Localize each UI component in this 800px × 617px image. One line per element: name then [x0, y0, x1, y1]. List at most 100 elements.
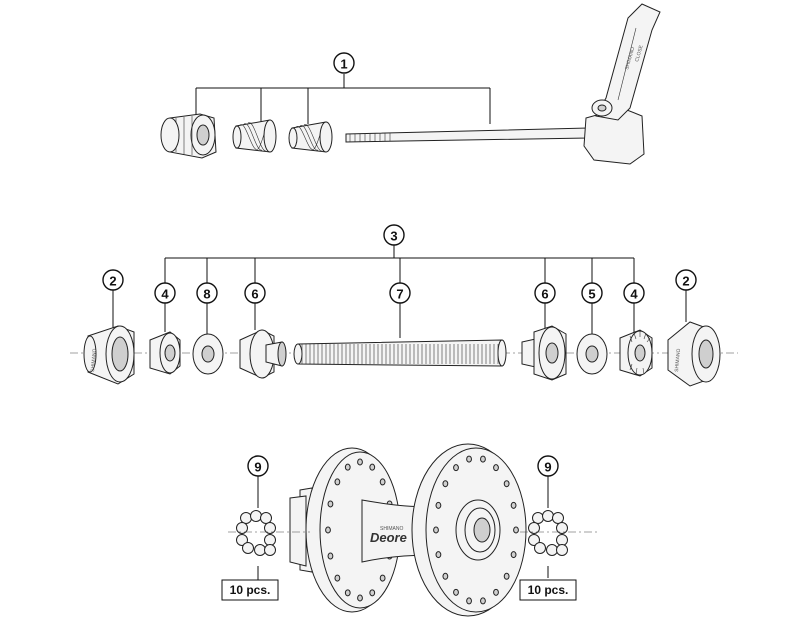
lock-nut-right — [619, 329, 653, 377]
callout-2-left-label: 2 — [109, 274, 116, 289]
callout-4-right: 4 — [623, 282, 645, 304]
bearing-balls-right — [520, 476, 600, 578]
bearing-ball — [528, 534, 540, 546]
bearing-ball — [250, 510, 262, 522]
bearing-ball — [528, 522, 540, 534]
callout-6-right-label: 6 — [541, 287, 548, 302]
callout-8-label: 8 — [203, 287, 210, 302]
callout-2-right-label: 2 — [682, 274, 689, 289]
callout-7: 7 — [389, 282, 411, 304]
callout-5-label: 5 — [588, 287, 595, 302]
spoke-hole — [503, 572, 510, 580]
quantity-box-left: 10 pcs. — [221, 579, 279, 601]
callout-6-left: 6 — [244, 282, 266, 304]
callout-9-left: 9 — [247, 455, 269, 477]
callout-9-right-label: 9 — [544, 460, 551, 475]
bearing-ball — [240, 512, 252, 524]
dust-cap-left: SHIMANO — [83, 325, 135, 385]
svg-text:SHIMANO: SHIMANO — [90, 348, 98, 372]
callout-9-right: 9 — [537, 455, 559, 477]
callout-4-left: 4 — [154, 282, 176, 304]
callout-2-left: 2 — [102, 269, 124, 291]
hub-flange-right — [411, 443, 527, 617]
quantity-right-label: 10 pcs. — [528, 583, 569, 597]
spoke-hole — [480, 455, 486, 463]
bearing-ball — [254, 544, 266, 556]
hub-axle-group: SHIMANO — [70, 224, 738, 387]
spring-2 — [288, 121, 333, 153]
hub-axle — [293, 339, 507, 367]
bearing-ball — [236, 522, 248, 534]
spoke-hole — [327, 500, 334, 508]
spoke-hole — [334, 574, 341, 582]
spoke-hole — [327, 552, 334, 560]
bearing-balls-left — [228, 476, 310, 580]
washer-right — [576, 333, 608, 375]
callout-5: 5 — [581, 282, 603, 304]
spoke-hole — [453, 464, 459, 472]
bearing-ball — [534, 542, 546, 554]
hub-flange-left — [289, 447, 401, 613]
callout-3-label: 3 — [390, 229, 397, 244]
spring-1 — [232, 119, 277, 153]
bearing-ball — [532, 512, 544, 524]
svg-text:SHIMANO: SHIMANO — [674, 348, 682, 372]
bearing-ball — [556, 544, 568, 556]
spoke-hole — [369, 589, 376, 597]
dust-cap-right: SHIMANO — [667, 321, 721, 387]
spoke-hole — [466, 455, 472, 463]
cone-right — [521, 325, 567, 381]
spoke-hole — [357, 594, 363, 602]
spoke-hole — [513, 526, 519, 534]
callout-6-right: 6 — [534, 282, 556, 304]
spoke-hole — [466, 597, 472, 605]
quick-release-lever: SHIMANO CLOSE — [583, 3, 661, 165]
quick-release-group: SHIMANO CLOSE 1 — [160, 3, 661, 165]
spoke-hole — [503, 480, 510, 488]
lock-nut-left — [149, 331, 181, 375]
svg-text:CLOSE: CLOSE — [634, 44, 645, 63]
spoke-hole — [334, 478, 341, 486]
spoke-hole — [453, 588, 459, 596]
callout-2-right: 2 — [675, 269, 697, 291]
bearing-ball — [552, 512, 564, 524]
hub-brand-label: Deore — [370, 530, 407, 545]
bearing-ball — [260, 512, 272, 524]
callout-1-label: 1 — [340, 57, 347, 72]
spoke-hole — [510, 501, 517, 509]
bearing-ball — [542, 510, 554, 522]
callout-4-right-label: 4 — [630, 287, 638, 302]
callout-7-label: 7 — [396, 287, 403, 302]
skewer-rod — [345, 127, 589, 143]
spoke-hole — [369, 463, 376, 471]
callout-9-left-label: 9 — [254, 460, 261, 475]
spoke-hole — [435, 551, 442, 559]
bearing-ball — [556, 522, 568, 534]
bearing-ball — [242, 542, 254, 554]
spoke-hole — [433, 526, 439, 534]
callout-4-left-label: 4 — [161, 287, 169, 302]
spoke-hole — [435, 501, 442, 509]
washer-left — [192, 333, 224, 375]
spoke-hole — [510, 551, 517, 559]
callout-3: 3 — [383, 224, 405, 246]
hub-body-group: Deore SHIMANO 9 — [221, 443, 600, 617]
bearing-ball — [236, 534, 248, 546]
spoke-hole — [325, 526, 331, 534]
bearing-ball — [546, 544, 558, 556]
quantity-box-right: 10 pcs. — [519, 579, 577, 601]
quantity-left-label: 10 pcs. — [230, 583, 271, 597]
spoke-hole — [344, 589, 351, 597]
bearing-ball — [264, 544, 276, 556]
callout-8: 8 — [196, 282, 218, 304]
spoke-hole — [442, 480, 449, 488]
bearing-ball — [264, 522, 276, 534]
adjusting-nut — [160, 113, 217, 159]
cone-left — [239, 329, 287, 379]
spoke-hole — [442, 572, 449, 580]
spoke-hole — [493, 588, 499, 596]
spoke-hole — [357, 458, 363, 466]
bearing-ball — [556, 534, 568, 546]
